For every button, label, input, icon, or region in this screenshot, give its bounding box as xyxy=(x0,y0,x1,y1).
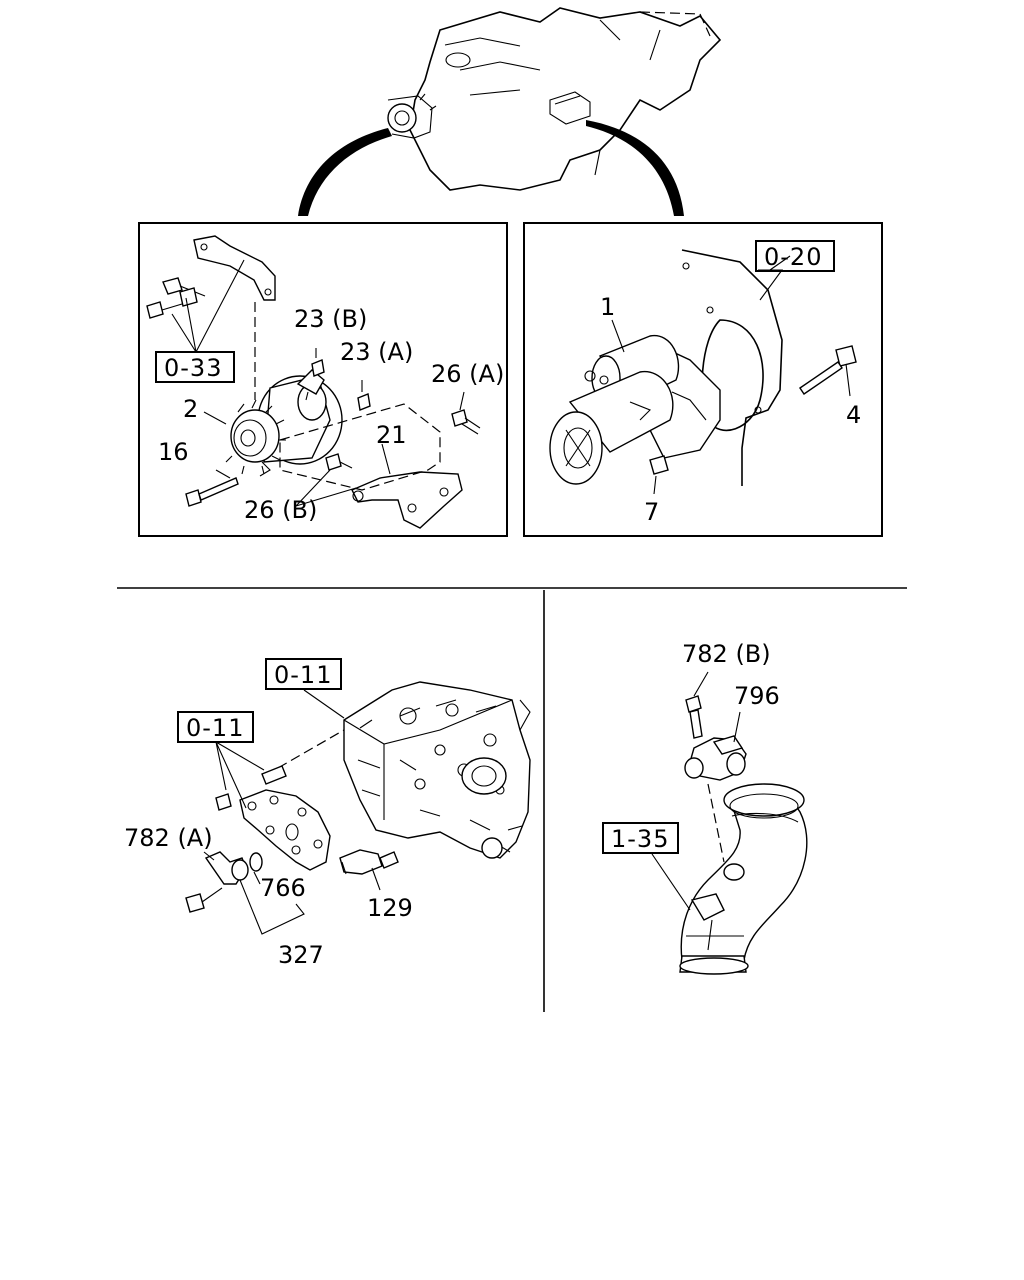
mounting-bracket-21 xyxy=(351,471,463,529)
callout-21: 21 xyxy=(376,421,407,449)
bolt-782b xyxy=(685,695,702,713)
bolt-26b xyxy=(325,453,342,471)
cylinder-head xyxy=(343,681,531,859)
bolt-4 xyxy=(835,345,857,367)
alternator-location-icon xyxy=(387,93,437,139)
callout-26a: 26 (A) xyxy=(431,360,504,388)
callout-7: 7 xyxy=(644,498,659,526)
alternator xyxy=(225,369,343,477)
callout-796: 796 xyxy=(734,682,780,710)
map-sensor-796 xyxy=(684,711,747,781)
alternator-panel: 23 (B) 23 (A) 26 (A) 2 21 16 26 (B) 0-33 xyxy=(138,222,508,537)
ref-1-35: 1-35 xyxy=(611,825,669,853)
callout-782a: 782 (A) xyxy=(124,824,213,852)
ref-box-1-35 xyxy=(602,822,679,854)
starter-panel-frame xyxy=(523,222,883,537)
callout-1: 1 xyxy=(600,293,615,321)
air-duct-1-35 xyxy=(679,783,808,975)
ref-box-0-20 xyxy=(755,240,835,272)
engine-overview xyxy=(298,7,722,216)
starter-motor xyxy=(549,335,721,485)
ref-head-0-11: 0-11 xyxy=(274,661,332,689)
callout-129: 129 xyxy=(367,894,413,922)
arc-to-alternator xyxy=(298,128,392,216)
front-cover-plate xyxy=(239,789,331,871)
callout-23a: 23 (A) xyxy=(340,338,413,366)
cam-sensor-panel: 782 (A) 766 327 129 0-11 0-11 xyxy=(124,658,531,969)
callout-2: 2 xyxy=(183,395,198,423)
ref-box-0-33 xyxy=(155,351,235,383)
callout-327: 327 xyxy=(278,941,324,969)
nut-23b xyxy=(311,359,325,377)
callout-766: 766 xyxy=(260,874,306,902)
bolt-26a xyxy=(451,409,468,427)
ref-box-cover-0-11 xyxy=(177,711,254,743)
callout-26b: 26 (B) xyxy=(244,496,317,524)
ref-cover-0-11: 0-11 xyxy=(186,714,244,742)
dowel-pin xyxy=(261,765,287,785)
nut-7 xyxy=(649,455,669,475)
adjusting-bracket xyxy=(193,235,276,301)
callout-4: 4 xyxy=(846,401,861,429)
callout-23b: 23 (B) xyxy=(294,305,367,333)
sensor-129 xyxy=(339,849,399,875)
ref-0-20: 0-20 xyxy=(764,243,822,271)
starter-panel: 1 4 7 0-20 xyxy=(523,222,883,537)
callout-782b: 782 (B) xyxy=(682,640,771,668)
callout-16: 16 xyxy=(158,438,189,466)
bolt-16 xyxy=(185,489,202,507)
arc-to-starter xyxy=(586,120,684,216)
air-duct-panel: 782 (B) 796 1-35 xyxy=(602,640,808,975)
nut-23a xyxy=(357,393,371,411)
o-ring-766 xyxy=(249,852,263,872)
bolt-782a xyxy=(185,893,205,913)
ref-0-33: 0-33 xyxy=(164,354,222,382)
ref-box-head-0-11 xyxy=(265,658,342,690)
alternator-panel-frame xyxy=(138,222,508,537)
